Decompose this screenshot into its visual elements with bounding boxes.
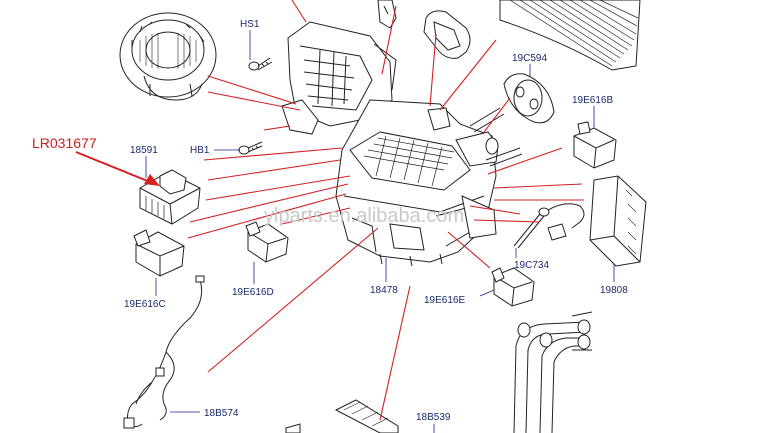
reference-number: LR031677 [32, 135, 97, 151]
hvac-housing [335, 99, 499, 267]
duct-seal [377, 0, 471, 59]
label-hs1: HS1 [240, 19, 260, 30]
grommet-19c594 [503, 73, 555, 124]
blower-motor [119, 12, 217, 101]
heater-pipes [513, 311, 593, 433]
control-module-19808 [589, 175, 647, 267]
reference-arrow [75, 151, 160, 186]
label-leader-lines [145, 30, 615, 433]
actuator-19e616c [133, 229, 185, 277]
actuator-19e616e [491, 267, 535, 307]
label-18b574: 18B574 [204, 408, 239, 419]
sensor-19c734 [513, 203, 585, 249]
screw-hb1 [238, 141, 263, 155]
blower-housing [281, 21, 397, 135]
red-leader-lines [187, 0, 584, 421]
wiring-harness-18b574 [123, 275, 205, 429]
label-19c734: 19C734 [514, 260, 549, 271]
label-19e616d: 19E616D [232, 287, 274, 298]
watermark: ylparts.en.alibaba.com [264, 205, 464, 227]
label-18478: 18478 [370, 285, 398, 296]
label-19e616e: 19E616E [424, 295, 465, 306]
label-19808: 19808 [600, 285, 628, 296]
actuator-19e616b [573, 121, 617, 169]
label-18b539: 18B539 [416, 412, 451, 423]
ac-pipes [469, 107, 523, 167]
label-19c594: 19C594 [512, 53, 547, 64]
label-hb1: HB1 [190, 145, 210, 156]
label-19e616c: 19E616C [124, 299, 166, 310]
label-19e616b: 19E616B [572, 95, 613, 106]
duct-18b539 [285, 399, 399, 433]
label-18591: 18591 [130, 145, 158, 156]
screw-hs1 [248, 57, 273, 71]
actuator-19e616d [245, 221, 289, 263]
cabin-filter [499, 0, 641, 71]
